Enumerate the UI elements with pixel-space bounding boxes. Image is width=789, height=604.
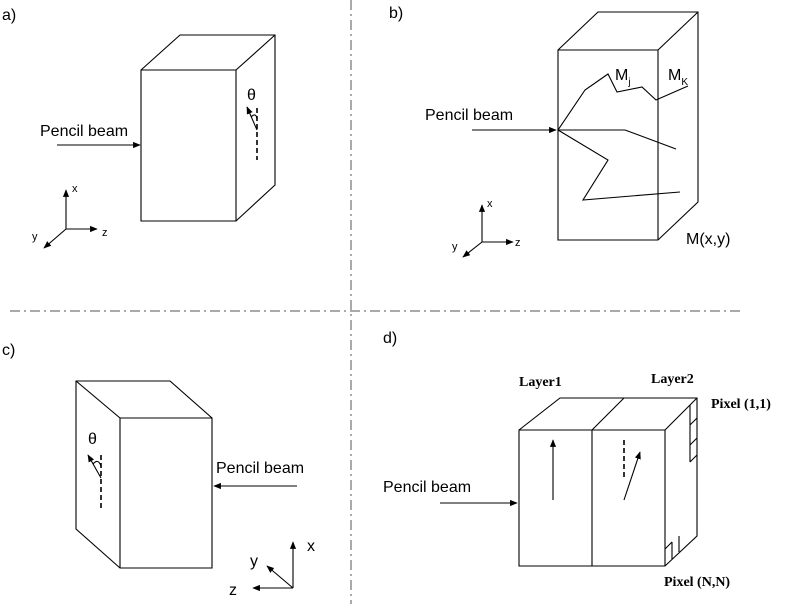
panel-d-pixel-first-label: Pixel (1,1) (711, 397, 771, 412)
panel-a-axis-x: x (72, 183, 78, 195)
panel-d-beam-label: Pencil beam (383, 479, 471, 496)
panel-d-label: d) (383, 330, 397, 347)
panel-a-label: a) (2, 7, 16, 24)
panel-b-axis-y: y (452, 241, 458, 253)
panel-b-axes: x z y (452, 198, 521, 258)
panel-b-mj-label: Mj (615, 67, 631, 88)
panel-a-cube (140, 34, 276, 222)
panel-a-axis-z: z (102, 227, 108, 239)
panel-d-pixel-last-label: Pixel (N,N) (664, 575, 730, 590)
panel-c-theta-label: θ (88, 431, 97, 448)
panel-b-axis-x: x (487, 198, 493, 210)
panel-b-mxy-label: M(x,y) (686, 231, 730, 248)
panel-a-beam-label: Pencil beam (40, 123, 128, 140)
panel-b-axis-z: z (515, 237, 521, 249)
panel-a-theta-label: θ (247, 87, 256, 104)
panel-d-layer2-track (623, 440, 641, 501)
panel-c-cube (75, 380, 213, 569)
panel-a-axes: x z y (32, 183, 108, 249)
panel-b-beam-label: Pencil beam (425, 107, 513, 124)
panel-b-label: b) (389, 5, 403, 22)
panel-a-axis-y: y (32, 231, 38, 243)
panel-d-layer1-label: Layer1 (519, 375, 562, 390)
panel-c-axes: x y z (229, 538, 315, 599)
panel-c-axis-z: z (229, 582, 237, 599)
panel-d-detector-block (518, 397, 698, 567)
panel-b: b) Pencil beam Mj MK M(x,y) x z y (389, 5, 730, 258)
panel-a-angle-indicator: θ (246, 87, 258, 160)
panel-d-pixel-grid-top (689, 405, 698, 463)
panel-d-layer2-label: Layer2 (651, 372, 694, 387)
panel-c: c) Pencil beam θ x y z (2, 342, 315, 599)
panel-c-axis-y: y (250, 553, 258, 570)
panel-c-axis-x: x (307, 538, 315, 555)
panel-c-label: c) (2, 342, 15, 359)
quadrant-separators (10, 0, 740, 604)
panel-c-beam-label: Pencil beam (216, 460, 304, 477)
panel-b-particle-paths (557, 73, 689, 201)
panel-d: d) Pencil beam Layer1 Layer2 (383, 330, 771, 590)
panel-b-mk-label: MK (668, 67, 688, 88)
panel-a: a) Pencil beam θ x z y (2, 7, 276, 249)
panel-d-pixel-grid-bottom (664, 536, 680, 559)
panel-b-cube (557, 11, 699, 241)
panel-c-angle-indicator: θ (87, 431, 102, 510)
